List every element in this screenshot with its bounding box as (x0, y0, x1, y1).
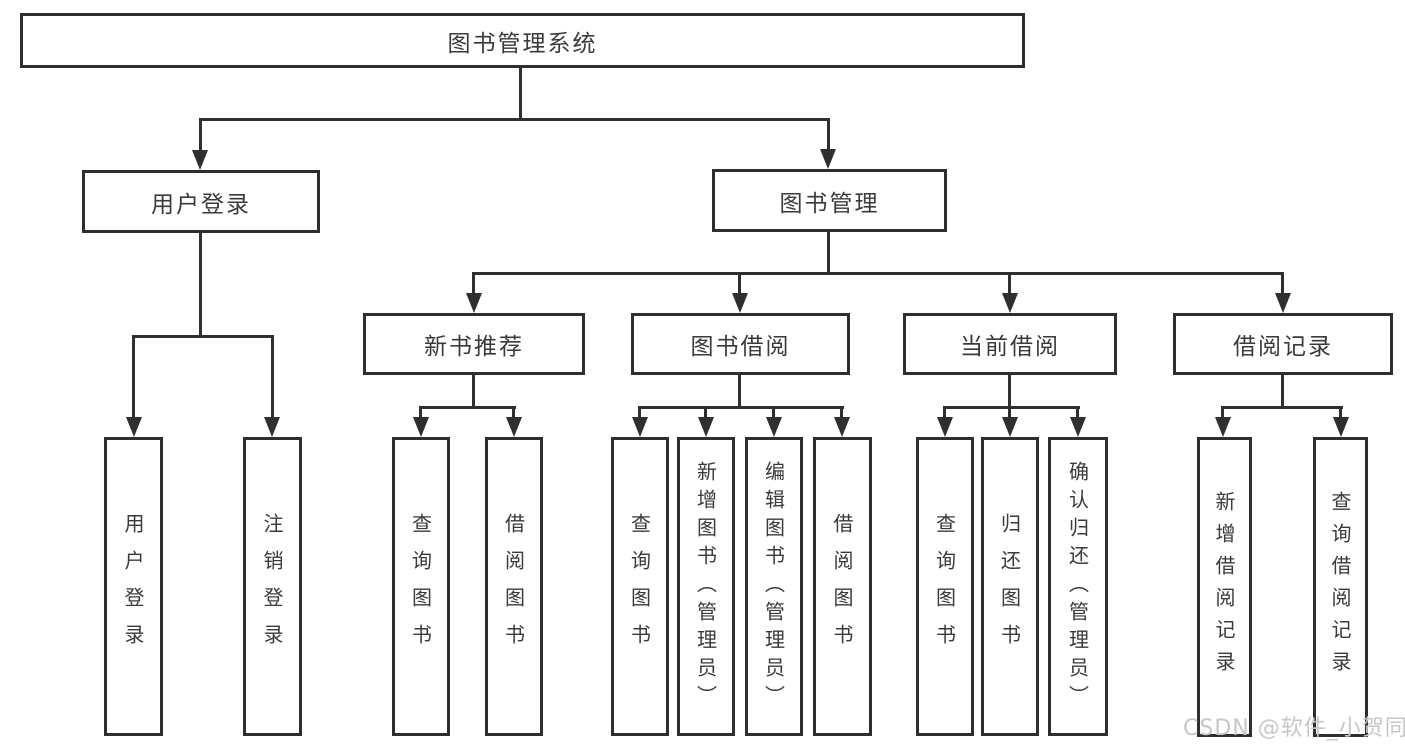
connector-line (738, 272, 741, 295)
connector-line (827, 232, 830, 272)
arrowhead-down-icon (506, 417, 522, 437)
leaf-logout: 注销登录 (243, 437, 302, 736)
arrowhead-down-icon (766, 417, 782, 437)
connector-line (132, 335, 274, 338)
leaf-add-borrow-record: 新增借阅记录 (1197, 437, 1252, 737)
connector-line (1008, 375, 1011, 406)
node-library-management-system: 图书管理系统 (20, 13, 1025, 68)
leaf-query-books-2: 查询图书 (611, 437, 669, 736)
arrowhead-down-icon (820, 149, 836, 169)
connector-line (419, 406, 422, 419)
connector-line (132, 335, 135, 419)
connector-line (472, 272, 1284, 275)
connector-line (472, 272, 475, 295)
leaf-confirm-return-admin: 确认归还（管理员） (1048, 437, 1108, 736)
leaf-query-borrow-record: 查询借阅记录 (1313, 437, 1368, 737)
leaf-return-books: 归还图书 (981, 437, 1039, 736)
connector-line (1281, 375, 1284, 406)
connector-line (472, 375, 475, 406)
arrowhead-down-icon (1275, 293, 1291, 313)
connector-line (199, 233, 202, 335)
arrowhead-down-icon (1215, 417, 1231, 437)
arrowhead-down-icon (126, 417, 142, 437)
connector-line (704, 406, 707, 419)
arrowhead-down-icon (698, 417, 714, 437)
connector-line (772, 406, 775, 419)
leaf-add-book-admin: 新增图书（管理员） (677, 437, 735, 736)
arrowhead-down-icon (466, 293, 482, 313)
arrowhead-down-icon (264, 417, 280, 437)
connector-line (638, 406, 641, 419)
leaf-user-login: 用户登录 (104, 437, 163, 736)
connector-line (1221, 406, 1343, 409)
leaf-edit-book-admin: 编辑图书（管理员） (745, 437, 803, 736)
node-book-management: 图书管理 (712, 169, 947, 232)
connector-line (943, 406, 946, 419)
connector-line (1008, 272, 1011, 295)
connector-line (1221, 406, 1224, 419)
connector-line (1339, 406, 1342, 419)
connector-line (271, 335, 274, 419)
arrowhead-down-icon (413, 417, 429, 437)
node-book-borrowing: 图书借阅 (631, 313, 850, 375)
connector-line (199, 118, 202, 152)
leaf-borrow-books: 借阅图书 (485, 437, 543, 736)
connector-line (943, 406, 1080, 409)
arrowhead-down-icon (1333, 417, 1349, 437)
arrowhead-down-icon (632, 417, 648, 437)
arrowhead-down-icon (732, 293, 748, 313)
node-user-login: 用户登录 (82, 170, 320, 233)
leaf-query-books: 查询图书 (392, 437, 450, 736)
arrowhead-down-icon (192, 150, 208, 170)
arrowhead-down-icon (1002, 293, 1018, 313)
connector-line (512, 406, 515, 419)
arrowhead-down-icon (834, 417, 850, 437)
connector-line (1076, 406, 1079, 419)
arrowhead-down-icon (1070, 417, 1086, 437)
arrowhead-down-icon (1002, 417, 1018, 437)
arrowhead-down-icon (937, 417, 953, 437)
connector-line (827, 118, 830, 151)
connector-line (1008, 406, 1011, 419)
watermark: CSDN @软件_小贺同学 (1183, 716, 1405, 741)
connector-line (840, 406, 843, 419)
leaf-borrow-books-2: 借阅图书 (813, 437, 872, 736)
connector-line (1281, 272, 1284, 295)
connector-line (738, 375, 741, 406)
connector-line (199, 118, 830, 121)
leaf-query-books-3: 查询图书 (916, 437, 974, 736)
connector-line (419, 406, 516, 409)
connector-line (638, 406, 844, 409)
node-borrowing-records: 借阅记录 (1173, 313, 1393, 375)
node-new-book-recommendation: 新书推荐 (363, 313, 585, 375)
node-current-borrowing: 当前借阅 (903, 313, 1117, 375)
connector-line (519, 68, 522, 118)
